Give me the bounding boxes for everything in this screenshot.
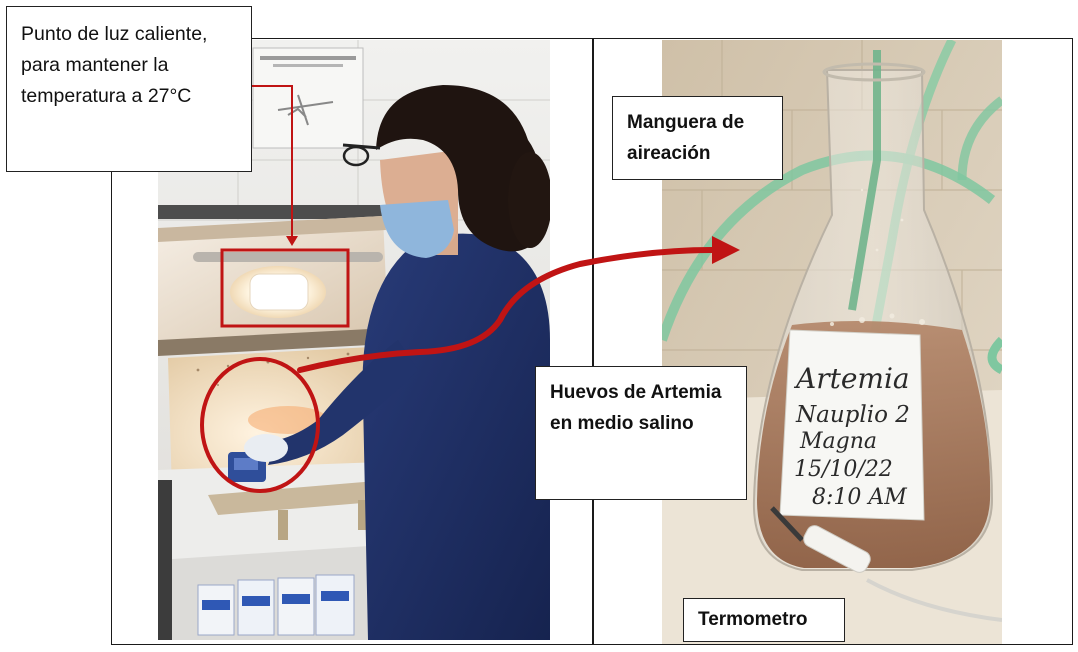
- flask-note-line4: 15/10/22: [794, 457, 893, 482]
- aeration-hose-label: Manguera de aireación: [612, 96, 783, 180]
- flask-note-line1: Artemia: [793, 362, 910, 395]
- heat-lamp-label: Punto de luz caliente, para mantener la …: [6, 6, 252, 172]
- flask-note-line3: Magna: [799, 429, 877, 454]
- photo-flask: Artemia Nauplio 2 Magna 15/10/22 8:10 AM: [662, 40, 1002, 644]
- eggs-label: Huevos de Artemia en medio salino: [535, 366, 747, 500]
- panel-divider: [592, 38, 594, 645]
- thermometer-label: Termometro: [683, 598, 845, 642]
- flask-note-line5: 8:10 AM: [812, 485, 907, 510]
- flask-note-line2: Nauplio 2: [795, 402, 910, 428]
